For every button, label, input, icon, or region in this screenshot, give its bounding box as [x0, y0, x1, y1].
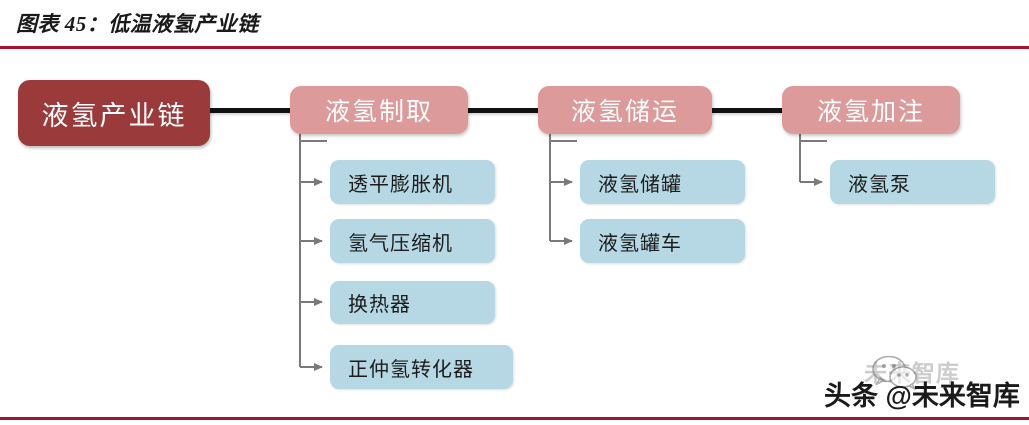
node-stage-1-label: 液氢储运 — [570, 99, 679, 126]
node-stage-1-child-0[interactable]: 液氢储罐 — [580, 160, 745, 204]
figure-title: 图表 45：低温液氢产业链 — [16, 12, 259, 36]
trunk-root-to-stage-0 — [206, 108, 292, 113]
node-stage-1-child-1[interactable]: 液氢罐车 — [580, 219, 745, 263]
node-stage-0-child-1[interactable]: 氢气压缩机 — [330, 219, 495, 263]
node-root-label: 液氢产业链 — [41, 100, 187, 131]
trunk-stage-1-to-stage-2 — [710, 108, 786, 113]
node-stage-1[interactable]: 液氢储运 — [538, 86, 712, 134]
node-stage-1-child-0-label: 液氢储罐 — [598, 173, 682, 196]
node-stage-0[interactable]: 液氢制取 — [290, 86, 468, 134]
node-stage-1-child-1-label: 液氢罐车 — [598, 232, 682, 255]
node-stage-2[interactable]: 液氢加注 — [782, 86, 960, 134]
node-stage-0-child-0-label: 透平膨胀机 — [348, 173, 453, 196]
wechat-icon — [872, 356, 917, 390]
watermark: 未来智库 头条 @未来智库 — [812, 352, 1027, 414]
node-stage-0-child-3-label: 正仲氢转化器 — [348, 358, 474, 381]
footer-divider — [0, 417, 1029, 420]
node-stage-0-child-3[interactable]: 正仲氢转化器 — [330, 345, 513, 389]
title-divider-top — [0, 46, 1029, 49]
node-root[interactable]: 液氢产业链 — [18, 80, 210, 146]
trunk-stage-0-to-stage-1 — [462, 108, 540, 113]
node-stage-0-child-1-label: 氢气压缩机 — [348, 232, 453, 255]
node-stage-0-label: 液氢制取 — [324, 99, 433, 126]
watermark-main-text: 头条 @未来智库 — [824, 381, 1020, 411]
node-stage-0-child-0[interactable]: 透平膨胀机 — [330, 160, 495, 204]
node-stage-2-label: 液氢加注 — [816, 99, 925, 126]
node-stage-0-child-2-label: 换热器 — [348, 294, 411, 316]
node-stage-2-child-0-label: 液氢泵 — [848, 173, 911, 196]
node-stage-0-child-2[interactable]: 换热器 — [330, 281, 495, 324]
node-stage-2-child-0[interactable]: 液氢泵 — [830, 160, 995, 204]
